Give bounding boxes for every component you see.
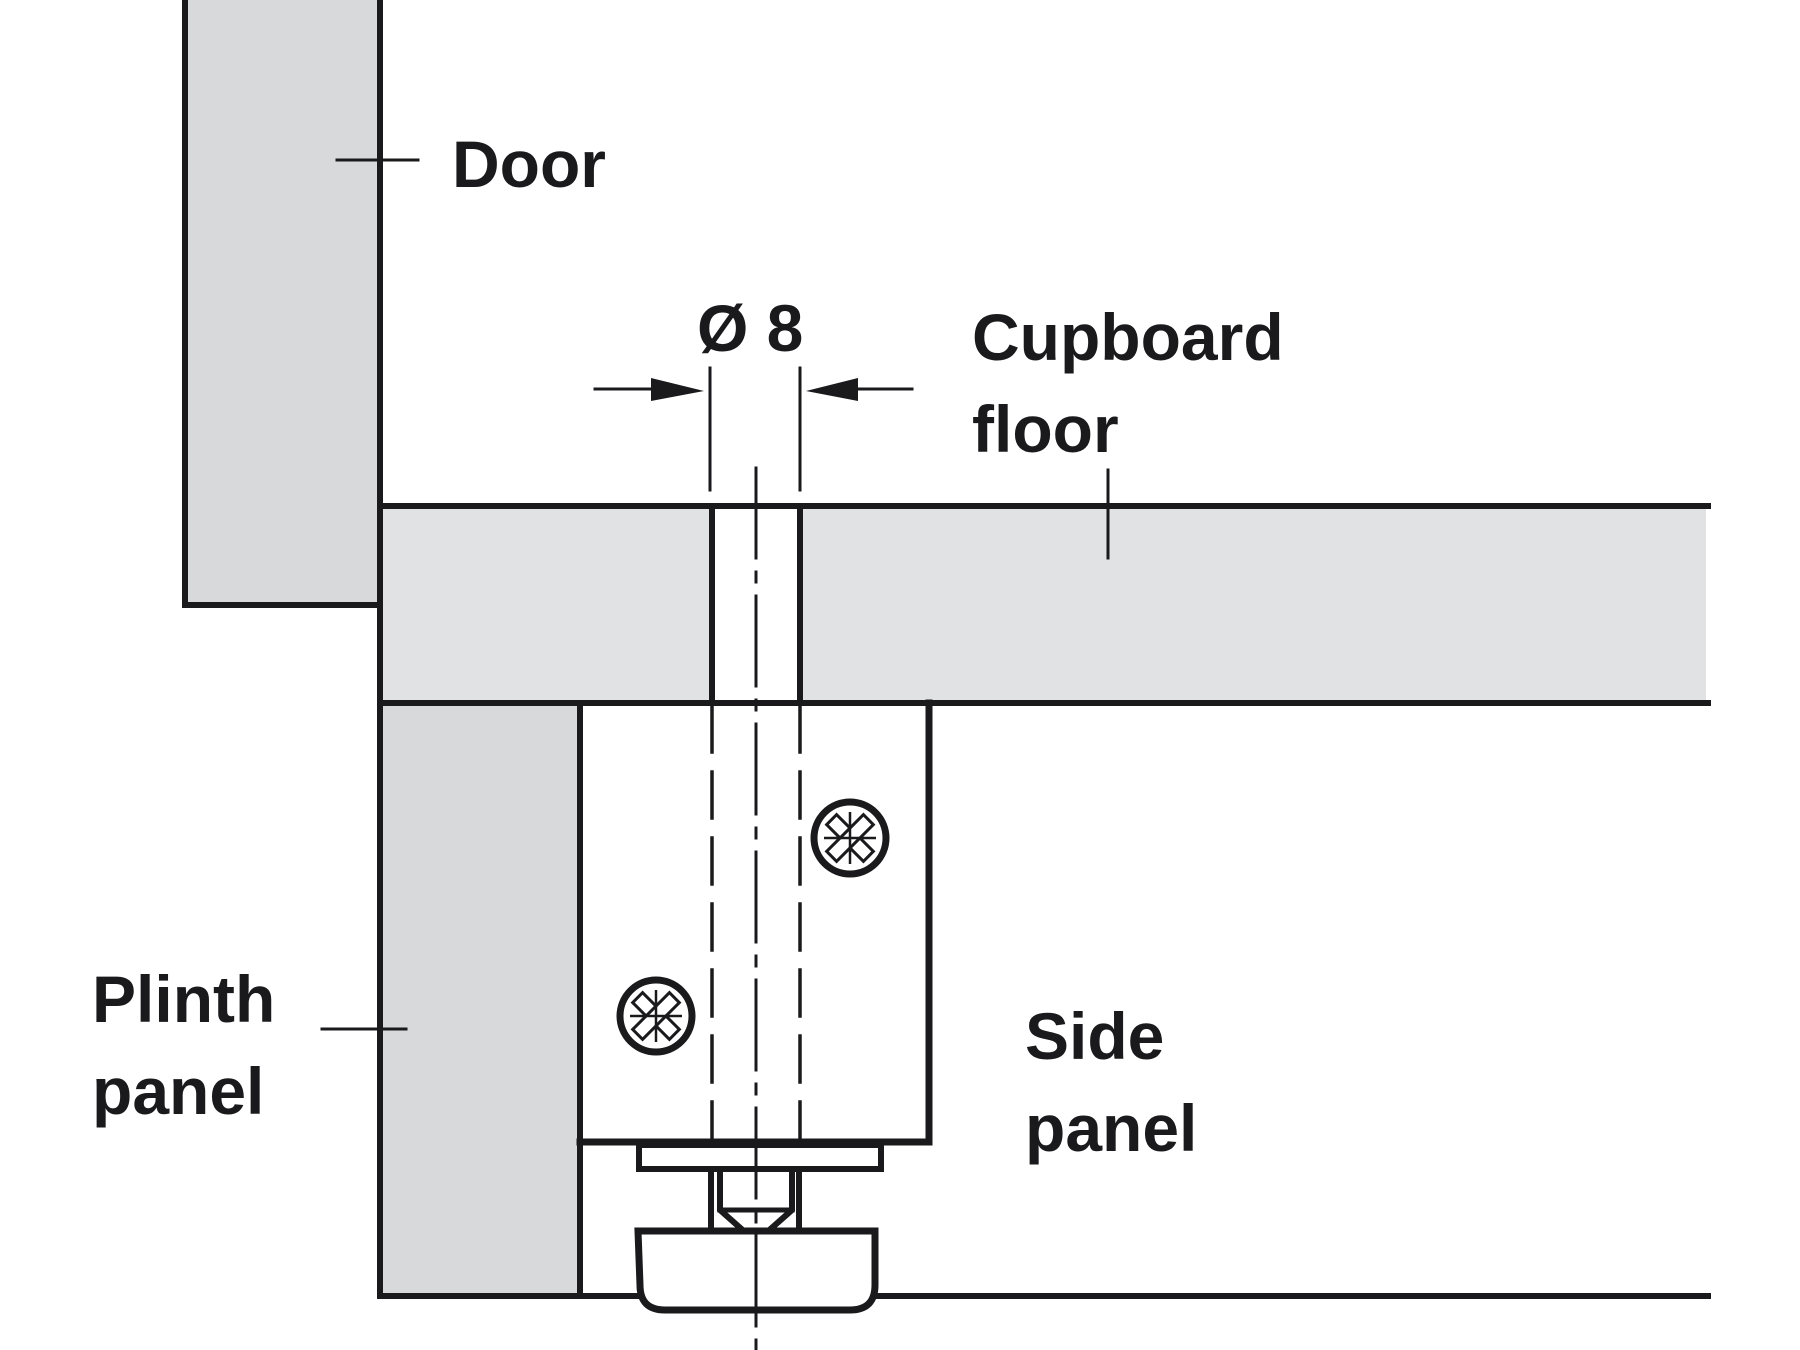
cupboard-floor-label-line-2: floor — [972, 392, 1119, 466]
side-panel-label: Side panel — [1025, 990, 1197, 1174]
bracket-flange — [636, 1142, 884, 1172]
cupboard-floor-label-line-1: Cupboard — [972, 300, 1284, 374]
side-panel-label-line-1: Side — [1025, 999, 1165, 1073]
door-label-text: Door — [452, 127, 606, 201]
cupboard-floor-fill-left — [383, 508, 710, 700]
side-panel-label-line-2: panel — [1025, 1091, 1198, 1165]
door-outline — [182, 0, 383, 608]
diameter-dimension-text: Ø 8 — [697, 291, 804, 365]
dimension-arrowhead-left — [651, 378, 704, 401]
diameter-dimension-label: Ø 8 — [697, 282, 803, 374]
door-label: Door — [452, 118, 606, 210]
dimension-arrowhead-right — [806, 378, 858, 401]
plinth-panel-label-line-2: panel — [92, 1054, 265, 1128]
plinth-panel-label-line-1: Plinth — [92, 962, 276, 1036]
screw-lower — [616, 976, 696, 1056]
plinth-panel-label: Plinth panel — [92, 953, 275, 1137]
screw-upper — [810, 798, 890, 878]
plinth-panel — [383, 706, 578, 1294]
cupboard-floor-fill-right — [800, 508, 1706, 700]
cupboard-floor-label: Cupboard floor — [972, 291, 1284, 475]
door-panel — [185, 0, 380, 605]
